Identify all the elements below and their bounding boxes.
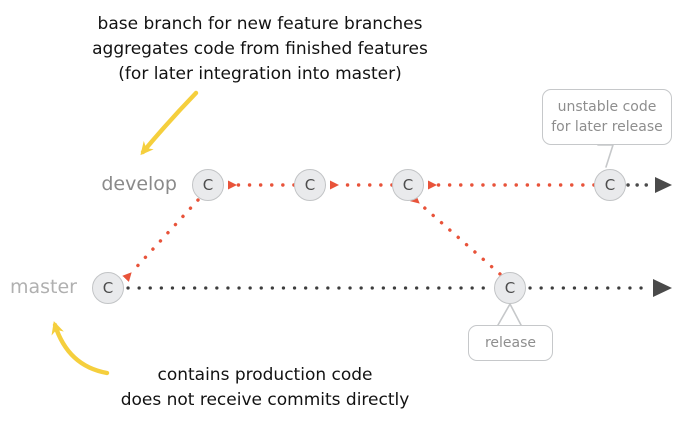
merge-release-to-develop [410, 194, 502, 276]
annotation-develop-text: base branch for new feature branches agg… [0, 12, 520, 87]
commit-develop-4[interactable]: C [594, 169, 626, 201]
develop-branch-tail [626, 177, 672, 193]
annotation-develop-line1: base branch for new feature branches [97, 14, 423, 34]
callout-release-label: release [484, 335, 537, 351]
commit-develop-3[interactable]: C [392, 169, 424, 201]
branch-label-develop: develop [101, 173, 177, 195]
commit-develop-2[interactable]: C [294, 169, 326, 201]
master-branch-flow [126, 279, 672, 297]
callout-release: release [468, 325, 553, 361]
annotation-develop-line3: (for later integration into master) [118, 64, 402, 84]
callout-unstable-line1: unstable code [557, 99, 657, 115]
commit-master-1[interactable]: C [92, 272, 124, 304]
annotation-arrow-master [51, 321, 110, 376]
merge-develop-to-master [122, 198, 200, 282]
annotation-master-line1: contains production code [157, 365, 373, 385]
commit-master-2[interactable]: C [494, 272, 526, 304]
annotation-arrow-develop [140, 90, 199, 156]
annotation-master-text: contains production code does not receiv… [0, 363, 530, 413]
commit-develop-1[interactable]: C [192, 169, 224, 201]
callout-unstable-line2: for later release [551, 119, 663, 135]
annotation-develop-line2: aggregates code from finished features [92, 39, 428, 59]
callout-unstable-tail [597, 144, 614, 168]
branch-label-master: master [9, 276, 77, 298]
callout-release-tail [497, 303, 522, 326]
annotation-master-line2: does not receive commits directly [120, 390, 410, 410]
callout-unstable-code: unstable code for later release [542, 89, 672, 145]
